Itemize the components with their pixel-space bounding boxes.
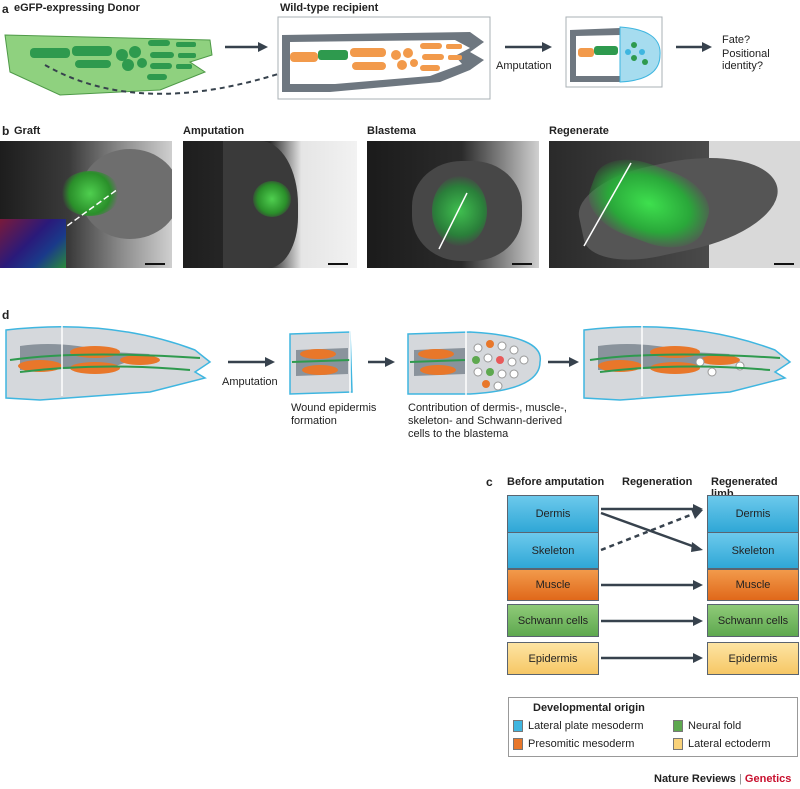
caption-contribution: Contribution of dermis-, muscle-, skelet… [408,402,567,441]
legend-label-presomitic: Presomitic mesoderm [528,738,635,750]
legend-swatch-green [673,720,683,732]
graft-dashed-arrow [44,59,319,95]
journal-name: Nature Reviews [654,773,736,785]
amputation-label-d: Amputation [222,376,278,388]
legend-item-presomitic: Presomitic mesoderm [513,738,634,750]
legend-swatch-yellow [673,738,683,750]
left-box-epidermis: Epidermis [507,642,599,675]
left-box-schwann-cells: Schwann cells [507,604,599,637]
recipient-limb [282,32,484,92]
legend-label-lateral-ectoderm: Lateral ectoderm [688,738,771,750]
left-box-dermis: Dermis [507,495,599,533]
caption-contribution-line-3: cells to the blastema [408,428,509,440]
right-box-epidermis: Epidermis [707,642,799,675]
inset-fluorescence-image [0,219,66,268]
photo-amputation [183,141,357,268]
caption-wound-line-1: Wound epidermis [291,402,377,414]
recipient-label: Wild-type recipient [280,2,379,14]
journal-section: Genetics [744,773,792,785]
amputated-limb-with-blastema [570,26,661,83]
photo-regenerate [549,141,800,268]
left-box-muscle: Muscle [507,569,599,601]
panel-a-diagram [4,16,712,100]
panel-c-letter: c [486,475,493,489]
column-before-amputation: Before amputation [507,476,605,488]
legend-item-lateral-plate: Lateral plate mesoderm [513,720,644,732]
photo-title-amputation: Amputation [183,125,245,137]
legend-swatch-orange [513,738,523,750]
legend-label-lateral-plate: Lateral plate mesoderm [528,720,644,732]
caption-contribution-line-2: skeleton- and Schwann-derived [408,415,563,427]
positional-identity-question: Positional identity? [722,48,770,72]
legend-box: Developmental origin Lateral plate mesod… [508,697,798,757]
blastema-schematic [407,324,541,398]
photo-title-regenerate: Regenerate [549,125,609,137]
legend-title: Developmental origin [533,702,645,714]
panel-d-diagram [5,322,792,401]
legend-item-neural-fold: Neural fold [673,720,741,732]
journal-footer: Nature Reviews | Genetics [654,773,791,785]
right-box-skeleton: Skeleton [707,532,799,569]
photo-graft [0,141,172,268]
donor-label: eGFP-expressing Donor [14,2,140,14]
panel-d-letter: d [2,308,10,322]
right-box-muscle: Muscle [707,569,799,601]
panel-a-letter: a [2,2,9,16]
wound-epidermis-schematic [289,324,353,398]
photo-title-graft: Graft [14,125,41,137]
legend-label-neural-fold: Neural fold [688,720,742,732]
caption-contribution-line-1: Contribution of dermis-, muscle-, [408,402,567,414]
photo-blastema [367,141,539,268]
donor-limb [4,34,213,96]
left-box-skeleton: Skeleton [507,532,599,569]
panel-b-letter: b [2,124,10,138]
caption-wound-epidermis: Wound epidermis formation [291,402,376,428]
right-box-schwann-cells: Schwann cells [707,604,799,637]
column-regeneration: Regeneration [622,476,693,488]
right-box-dermis: Dermis [707,495,799,533]
caption-wound-line-2: formation [291,415,337,427]
regenerated-limb-schematic [583,322,792,401]
regeneration-arrows [600,504,703,663]
amputation-label-a: Amputation [496,60,552,72]
footer-separator: | [739,773,742,785]
photo-title-blastema: Blastema [367,125,416,137]
fate-question: Fate? [722,34,751,46]
legend-swatch-blue [513,720,523,732]
legend-item-lateral-ectoderm: Lateral ectoderm [673,738,771,750]
intact-limb-schematic [5,322,212,401]
